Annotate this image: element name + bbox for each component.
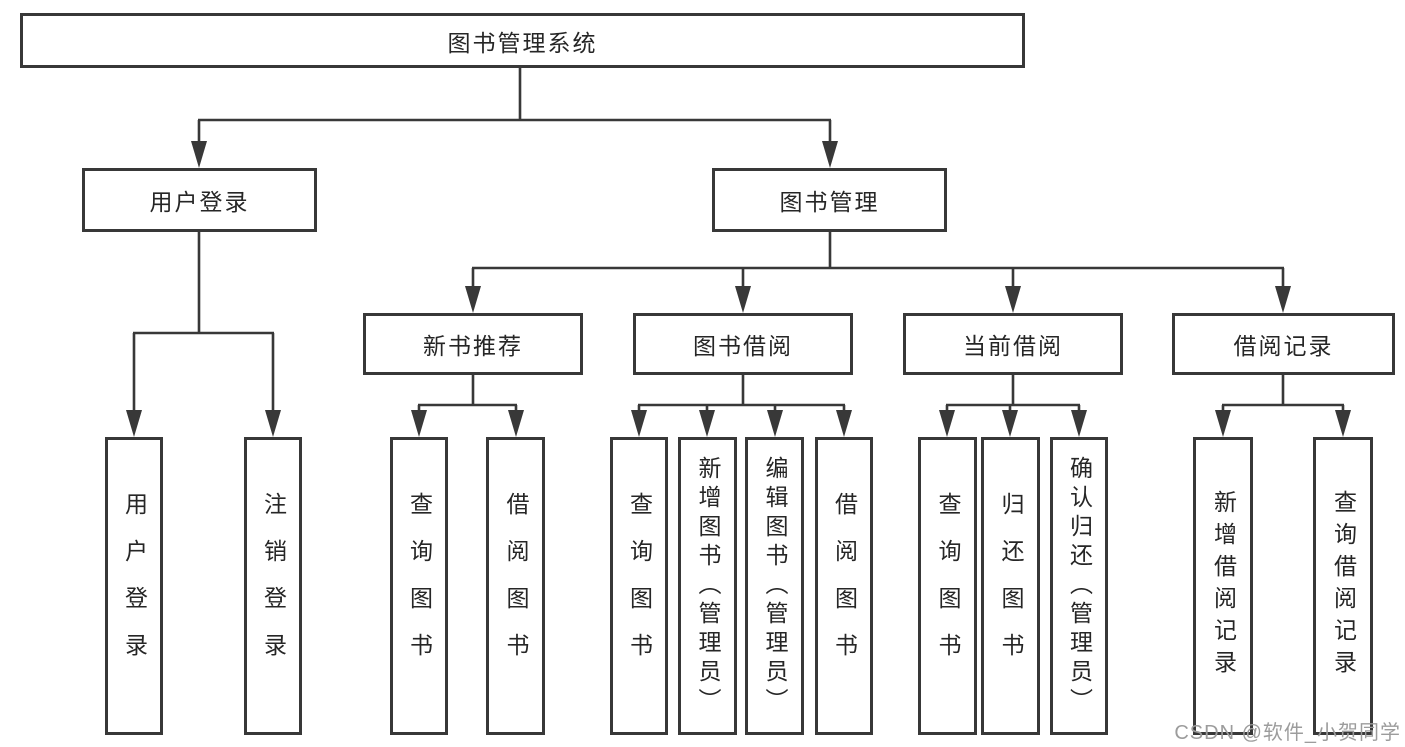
node-current-borrowing: 当前借阅 — [903, 313, 1123, 375]
node-borrowing-records: 借阅记录 — [1172, 313, 1395, 375]
leaf-newbook-borrow-books: 借阅图书 — [486, 437, 545, 735]
node-book-management: 图书管理 — [712, 168, 947, 232]
leaf-borrow-borrow-books: 借阅图书 — [815, 437, 873, 735]
node-book-borrowing: 图书借阅 — [633, 313, 853, 375]
leaf-confirm-return-admin: 确认归还（管理员） — [1050, 437, 1108, 735]
leaf-user-login: 用户登录 — [105, 437, 163, 735]
leaf-query-borrow-record: 查询借阅记录 — [1313, 437, 1373, 735]
node-new-book-recommendation: 新书推荐 — [363, 313, 583, 375]
node-root-library-system: 图书管理系统 — [20, 13, 1025, 68]
node-user-login: 用户登录 — [82, 168, 317, 232]
leaf-return-books: 归还图书 — [981, 437, 1040, 735]
leaf-add-borrow-record: 新增借阅记录 — [1193, 437, 1253, 735]
arrowheads-group — [126, 141, 1351, 437]
leaf-add-books-admin: 新增图书（管理员） — [678, 437, 737, 735]
leaf-newbook-query-books: 查询图书 — [390, 437, 448, 735]
leaf-borrow-query-books: 查询图书 — [610, 437, 668, 735]
leaf-current-query-books: 查询图书 — [918, 437, 977, 735]
leaf-logout: 注销登录 — [244, 437, 302, 735]
leaf-edit-books-admin: 编辑图书（管理员） — [745, 437, 804, 735]
connector-stroke-group — [132, 68, 1345, 415]
